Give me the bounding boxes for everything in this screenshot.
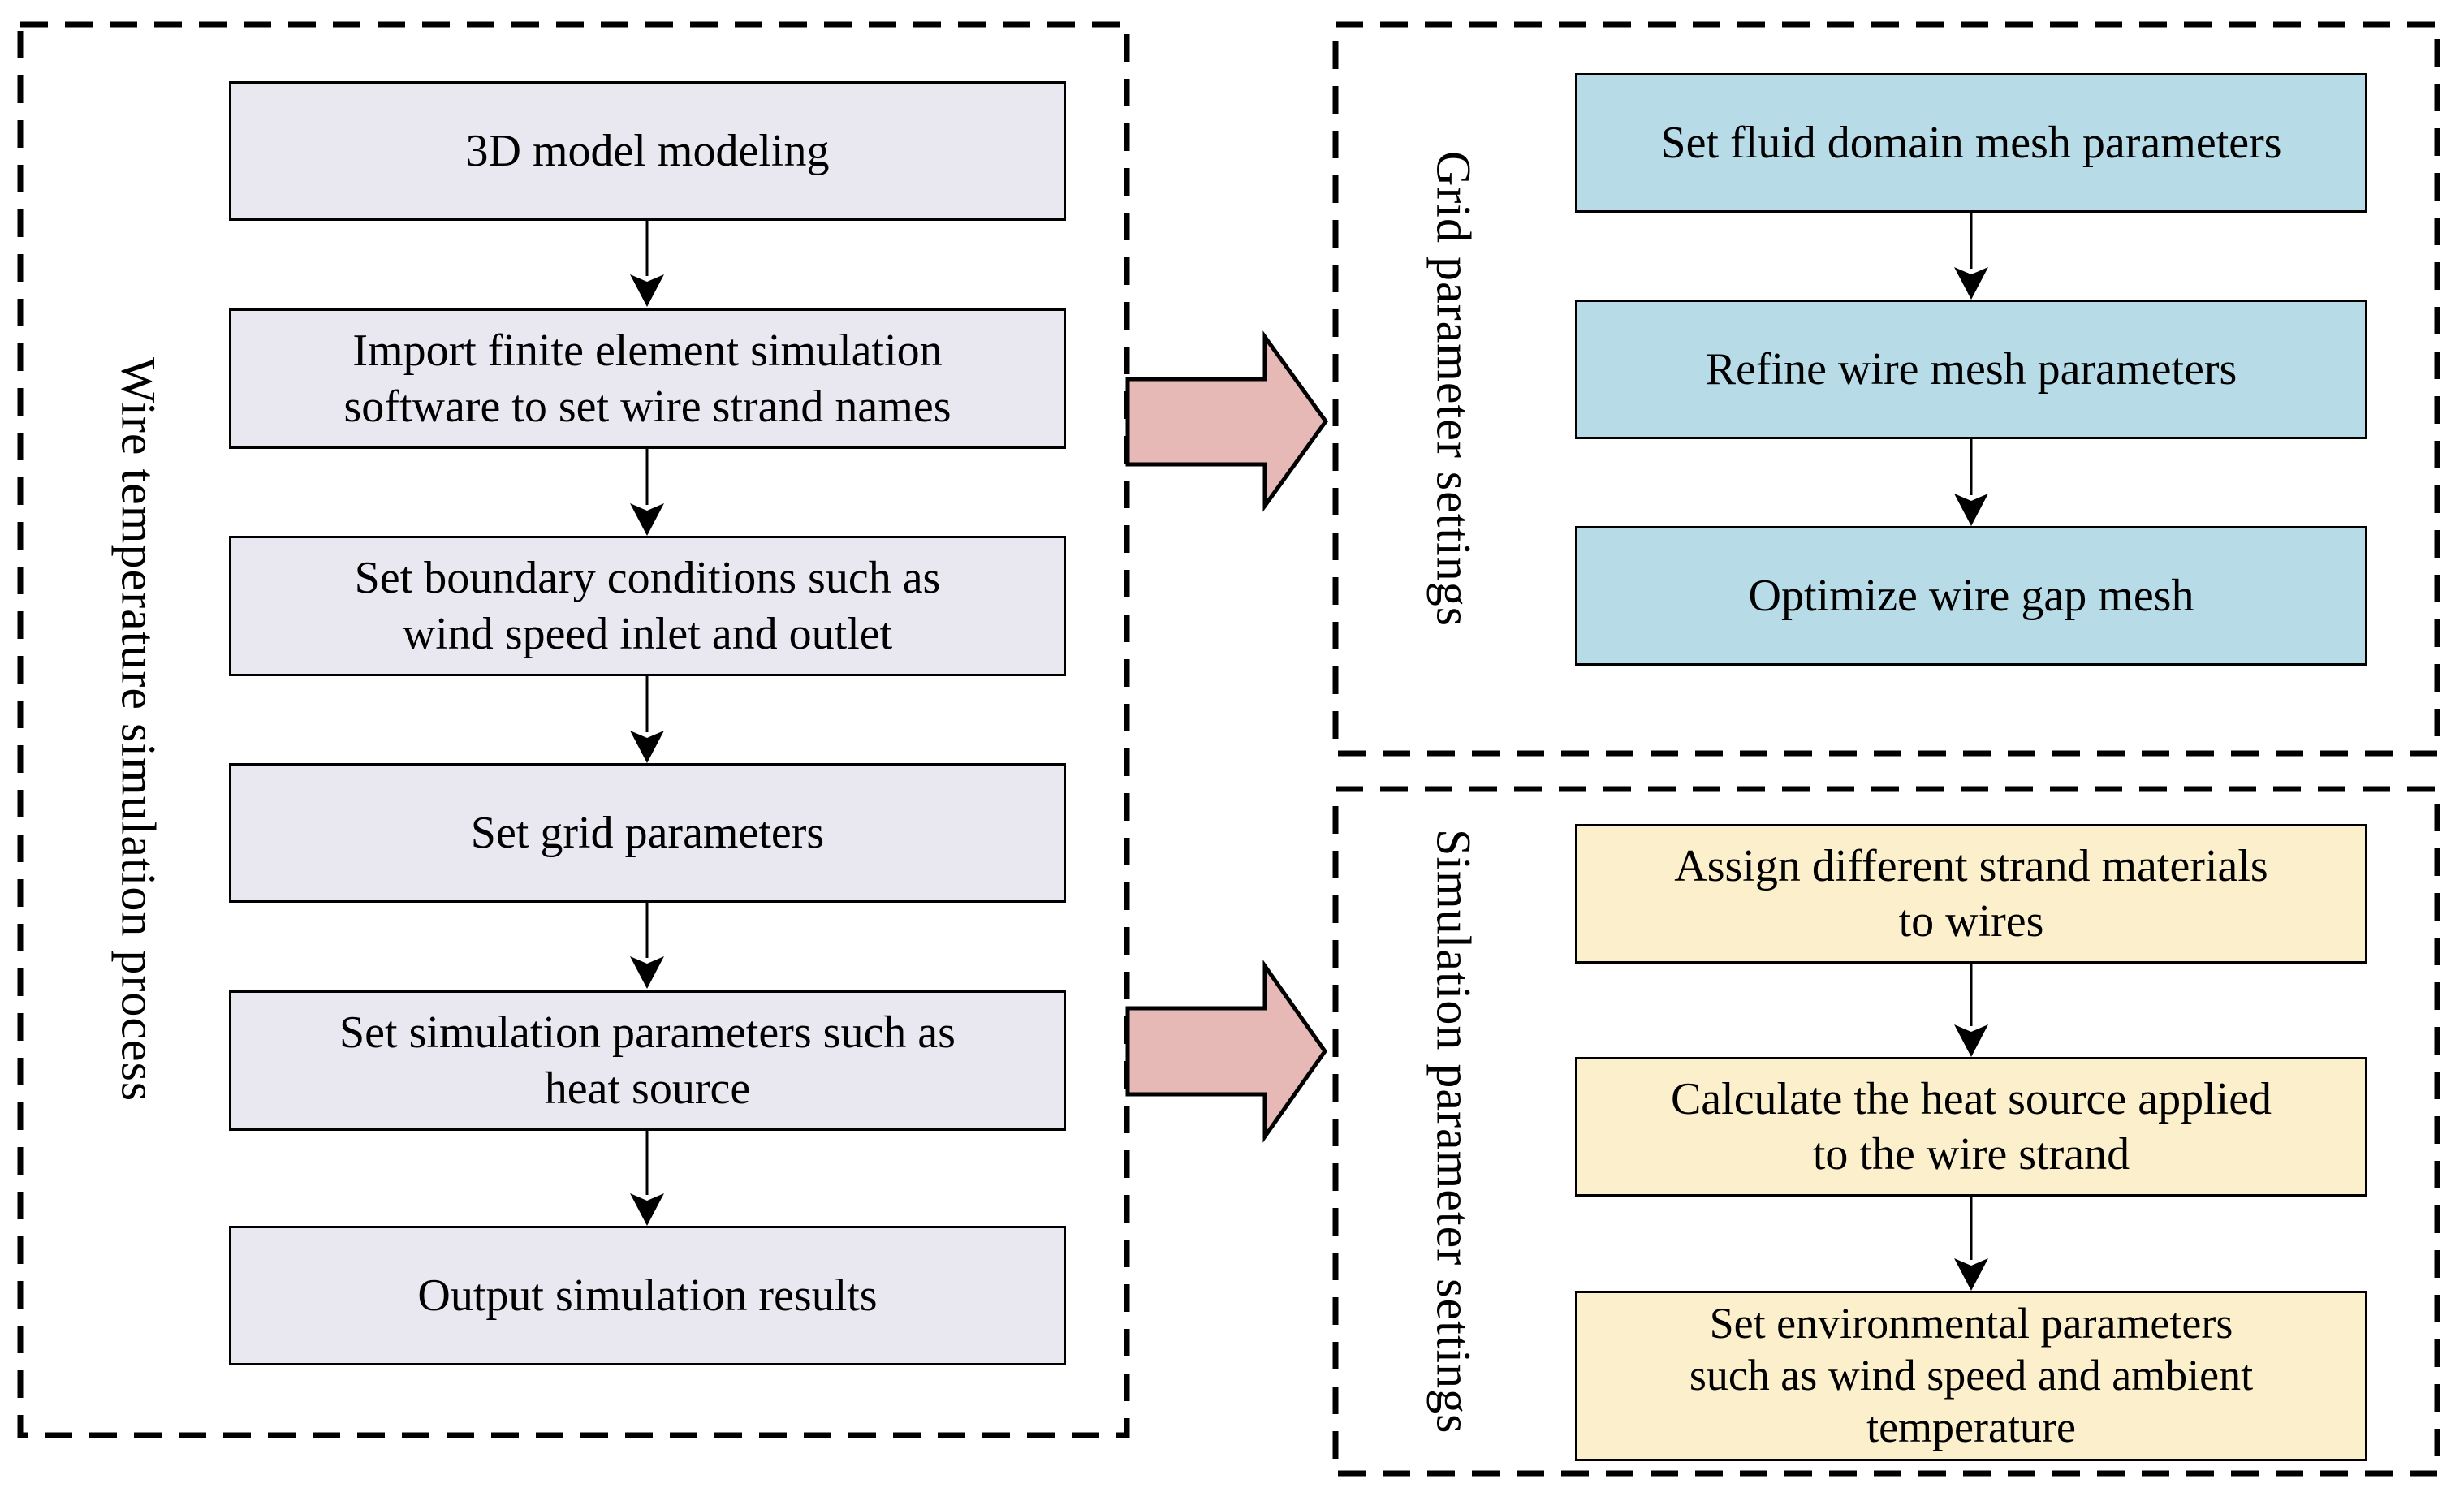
grid-step-optimize-gap-mesh: Optimize wire gap mesh [1575,526,2367,666]
down-arrow-icon [630,449,664,536]
simulation-panel-label: Simulation parameter settings [1426,828,1481,1434]
simulation-panel-border [1332,786,2440,1477]
down-arrow-icon [630,221,664,307]
grid-panel-label: Grid parameter settings [1426,150,1481,628]
down-arrow-icon [1954,964,1988,1057]
down-arrow-icon [1954,1197,1988,1291]
process-panel-label: Wire temperature simulation process [111,357,166,1102]
down-arrow-icon [1954,439,1988,526]
process-step-simulation-parameters: Set simulation parameters such as heat s… [229,990,1066,1131]
grid-panel-border [1332,21,2440,757]
grid-step-refine-wire-mesh: Refine wire mesh parameters [1575,300,2367,439]
down-arrow-icon [630,676,664,763]
process-step-3d-model: 3D model modeling [229,81,1066,221]
process-step-grid-parameters: Set grid parameters [229,763,1066,903]
process-panel-border [17,21,1130,1438]
process-step-boundary-conditions: Set boundary conditions such as wind spe… [229,536,1066,676]
simulation-step-environmental-parameters: Set environmental parameters such as win… [1575,1291,2367,1461]
block-arrow-to-simulation-icon [1125,960,1328,1143]
simulation-step-assign-materials: Assign different strand materials to wir… [1575,824,2367,964]
process-step-output-results: Output simulation results [229,1226,1066,1365]
down-arrow-icon [630,903,664,989]
process-step-import-software: Import finite element simulation softwar… [229,308,1066,449]
down-arrow-icon [630,1131,664,1226]
block-arrow-to-grid-icon [1125,330,1329,512]
simulation-step-calculate-heat-source: Calculate the heat source applied to the… [1575,1057,2367,1197]
grid-step-fluid-domain-mesh: Set fluid domain mesh parameters [1575,73,2367,213]
down-arrow-icon [1954,213,1988,300]
